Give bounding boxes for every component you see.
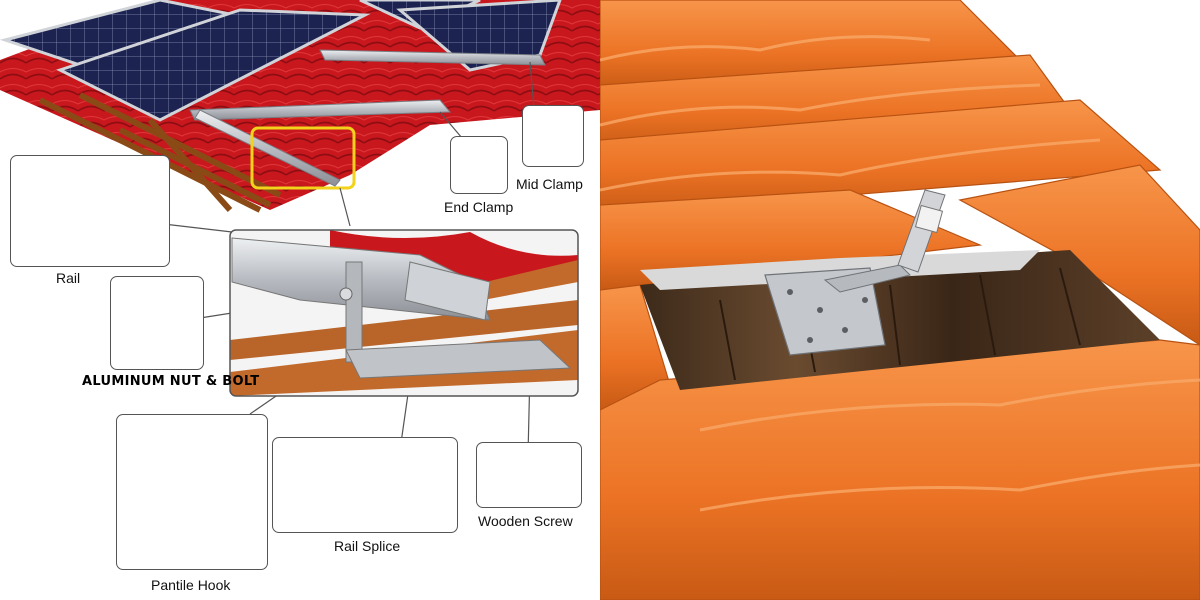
- diagram-artwork: [0, 0, 600, 539]
- wooden-battens: [38, 92, 282, 213]
- render-artwork: [600, 0, 1200, 600]
- pantile-hook-label: Pantile Hook: [151, 577, 231, 593]
- wooden-screw-callout-box: [476, 442, 582, 508]
- highlight-box: [250, 126, 356, 190]
- wooden-screw-label: Wooden Screw: [478, 513, 573, 529]
- component-diagram: Rail ALUMINUM NUT & BOLT End Clamp Mid C…: [0, 0, 600, 593]
- mid-clamp-label: Mid Clamp: [516, 176, 583, 192]
- aluminum-nut-bolt-label: ALUMINUM NUT & BOLT: [82, 374, 260, 389]
- rail-splice-label: Rail Splice: [334, 538, 401, 554]
- zoom-detail: [230, 230, 578, 396]
- tile-highlights: [600, 35, 1200, 512]
- pantile-hook-object: [764, 189, 946, 356]
- roof-rails: [189, 49, 546, 187]
- nut-bolt-callout-box: [110, 276, 204, 370]
- rail-callout-box: [10, 155, 170, 267]
- mid-clamp-callout-box: [522, 105, 584, 167]
- rail-label: Rail: [56, 270, 81, 286]
- rail-splice-callout-box: [272, 437, 458, 533]
- pantile-hook-render: [600, 0, 1200, 600]
- end-clamp-label: End Clamp: [444, 199, 514, 215]
- end-clamp-callout-box: [450, 136, 508, 194]
- orange-tile-rows: [600, 0, 1200, 600]
- pantile-hook-callout-box: [116, 414, 268, 570]
